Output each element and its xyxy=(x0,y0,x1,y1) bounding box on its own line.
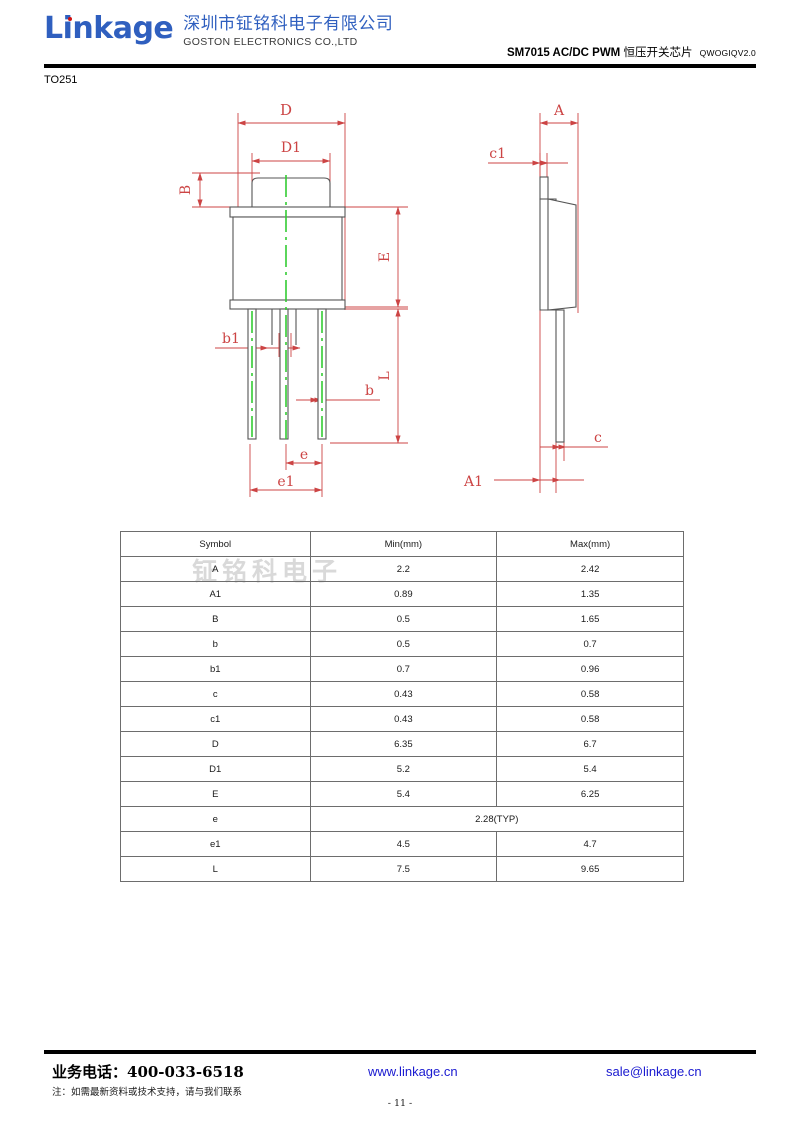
footer-divider xyxy=(44,1050,756,1054)
company-logo: Linkage 深圳市钲铭科电子有限公司 GOSTON ELECTRONICS … xyxy=(44,14,393,49)
table-row: b 0.5 0.7 xyxy=(120,631,684,657)
label-b1: b1 xyxy=(222,331,240,347)
logo-wordmark: Linkage xyxy=(44,14,179,44)
header-divider xyxy=(44,64,756,68)
cell-min: 5.2 xyxy=(309,756,498,782)
package-type-label: TO251 xyxy=(44,74,78,86)
dimension-lines-side xyxy=(488,113,608,493)
column-header-max: Max(mm) xyxy=(496,531,684,557)
cell-max: 0.7 xyxy=(496,631,684,657)
table-row: B 0.5 1.65 xyxy=(120,606,684,632)
table-row: A1 0.89 1.35 xyxy=(120,581,684,607)
page-number: - 11 - xyxy=(387,1098,413,1109)
company-name-block: 深圳市钲铭科电子有限公司 GOSTON ELECTRONICS CO.,LTD xyxy=(183,14,393,49)
table-row: c1 0.43 0.58 xyxy=(120,706,684,732)
company-name-en: GOSTON ELECTRONICS CO.,LTD xyxy=(183,36,358,48)
dimension-table: Symbol Min(mm) Max(mm) A 2.2 2.42 A1 0.8… xyxy=(120,531,685,882)
cell-symbol: D1 xyxy=(120,756,311,782)
label-E: E xyxy=(377,252,393,262)
front-view-centerlines xyxy=(251,175,323,439)
cell-max: 6.25 xyxy=(496,781,684,807)
label-A1: A1 xyxy=(463,474,483,490)
package-outline-drawing: D D1 B E L b1 b e e1 A c1 c A1 xyxy=(0,95,800,520)
cell-min: 0.43 xyxy=(309,706,498,732)
label-L: L xyxy=(377,371,393,380)
footer-email-link[interactable]: sale@linkage.cn xyxy=(606,1064,702,1079)
table-row: E 5.4 6.25 xyxy=(120,781,684,807)
cell-min: 4.5 xyxy=(309,831,498,857)
footer-note: 注：如需最新资料或技术支持，请与我们联系 xyxy=(52,1087,243,1098)
side-view-outline xyxy=(539,176,577,443)
footer-phone: 业务电话：400-033-6518 xyxy=(52,1063,244,1081)
cell-symbol: e1 xyxy=(120,831,311,857)
cell-min: 5.4 xyxy=(309,781,498,807)
cell-span-typ: 2.28(TYP) xyxy=(309,806,685,832)
document-title-main: SM7015 AC/DC PWM xyxy=(506,47,621,59)
cell-min: 2.2 xyxy=(309,556,498,582)
label-A: A xyxy=(553,103,565,119)
label-c1: c1 xyxy=(489,146,506,162)
company-name-cn: 深圳市钲铭科电子有限公司 xyxy=(183,14,394,34)
label-e: e xyxy=(300,447,308,463)
cell-min: 6.35 xyxy=(309,731,498,757)
cell-max: 9.65 xyxy=(496,856,684,882)
cell-symbol: A1 xyxy=(120,581,311,607)
cell-symbol: e xyxy=(120,806,311,832)
cell-max: 0.58 xyxy=(496,706,684,732)
cell-max: 1.65 xyxy=(496,606,684,632)
table-row: c 0.43 0.58 xyxy=(120,681,684,707)
table-row: e 2.28(TYP) xyxy=(120,806,685,832)
label-D1: D1 xyxy=(281,140,301,156)
document-revision: QWOGIQV2.0 xyxy=(699,48,756,58)
cell-max: 2.42 xyxy=(496,556,684,582)
column-header-min: Min(mm) xyxy=(309,531,498,557)
cell-max: 5.4 xyxy=(496,756,684,782)
table-header-row: Symbol Min(mm) Max(mm) xyxy=(120,531,684,557)
cell-min: 0.43 xyxy=(309,681,498,707)
dimension-labels: D D1 B E L b1 b e e1 A c1 c A1 xyxy=(178,101,602,490)
cell-symbol: b1 xyxy=(120,656,311,682)
label-B: B xyxy=(178,185,194,195)
label-D: D xyxy=(280,101,292,119)
cell-min: 0.7 xyxy=(309,656,498,682)
cell-symbol: L xyxy=(120,856,311,882)
cell-min: 0.89 xyxy=(309,581,498,607)
cell-min: 0.5 xyxy=(309,606,498,632)
logo-wordmark-text: Linkage xyxy=(44,11,174,46)
cell-min: 7.5 xyxy=(309,856,498,882)
cell-symbol: E xyxy=(120,781,311,807)
cell-symbol: D xyxy=(120,731,311,757)
table-row: b1 0.7 0.96 xyxy=(120,656,684,682)
dimension-table-container: Symbol Min(mm) Max(mm) A 2.2 2.42 A1 0.8… xyxy=(120,531,685,882)
cell-symbol: A xyxy=(120,556,311,582)
table-row: D1 5.2 5.4 xyxy=(120,756,684,782)
cell-symbol: b xyxy=(120,631,311,657)
cell-symbol: c xyxy=(120,681,311,707)
logo-dot-icon xyxy=(68,17,72,21)
label-e1: e1 xyxy=(277,474,294,490)
column-header-symbol: Symbol xyxy=(120,531,311,557)
cell-symbol: B xyxy=(120,606,311,632)
page-header: Linkage 深圳市钲铭科电子有限公司 GOSTON ELECTRONICS … xyxy=(0,0,800,86)
table-row: L 7.5 9.65 xyxy=(120,856,684,882)
cell-max: 0.58 xyxy=(496,681,684,707)
cell-max: 1.35 xyxy=(496,581,684,607)
table-row: D 6.35 6.7 xyxy=(120,731,684,757)
cell-max: 6.7 xyxy=(496,731,684,757)
document-title: SM7015 AC/DC PWM 恒压开关芯片 QWOGIQV2.0 xyxy=(507,44,756,60)
cell-symbol: c1 xyxy=(120,706,311,732)
label-b: b xyxy=(365,383,374,399)
cell-max: 4.7 xyxy=(496,831,684,857)
label-c: c xyxy=(594,430,602,446)
cell-max: 0.96 xyxy=(496,656,684,682)
table-row: A 2.2 2.42 xyxy=(120,556,684,582)
document-title-cn: 恒压开关芯片 xyxy=(623,45,693,59)
cell-min: 0.5 xyxy=(309,631,498,657)
table-row: e1 4.5 4.7 xyxy=(120,831,684,857)
footer-website-link[interactable]: www.linkage.cn xyxy=(368,1064,458,1079)
